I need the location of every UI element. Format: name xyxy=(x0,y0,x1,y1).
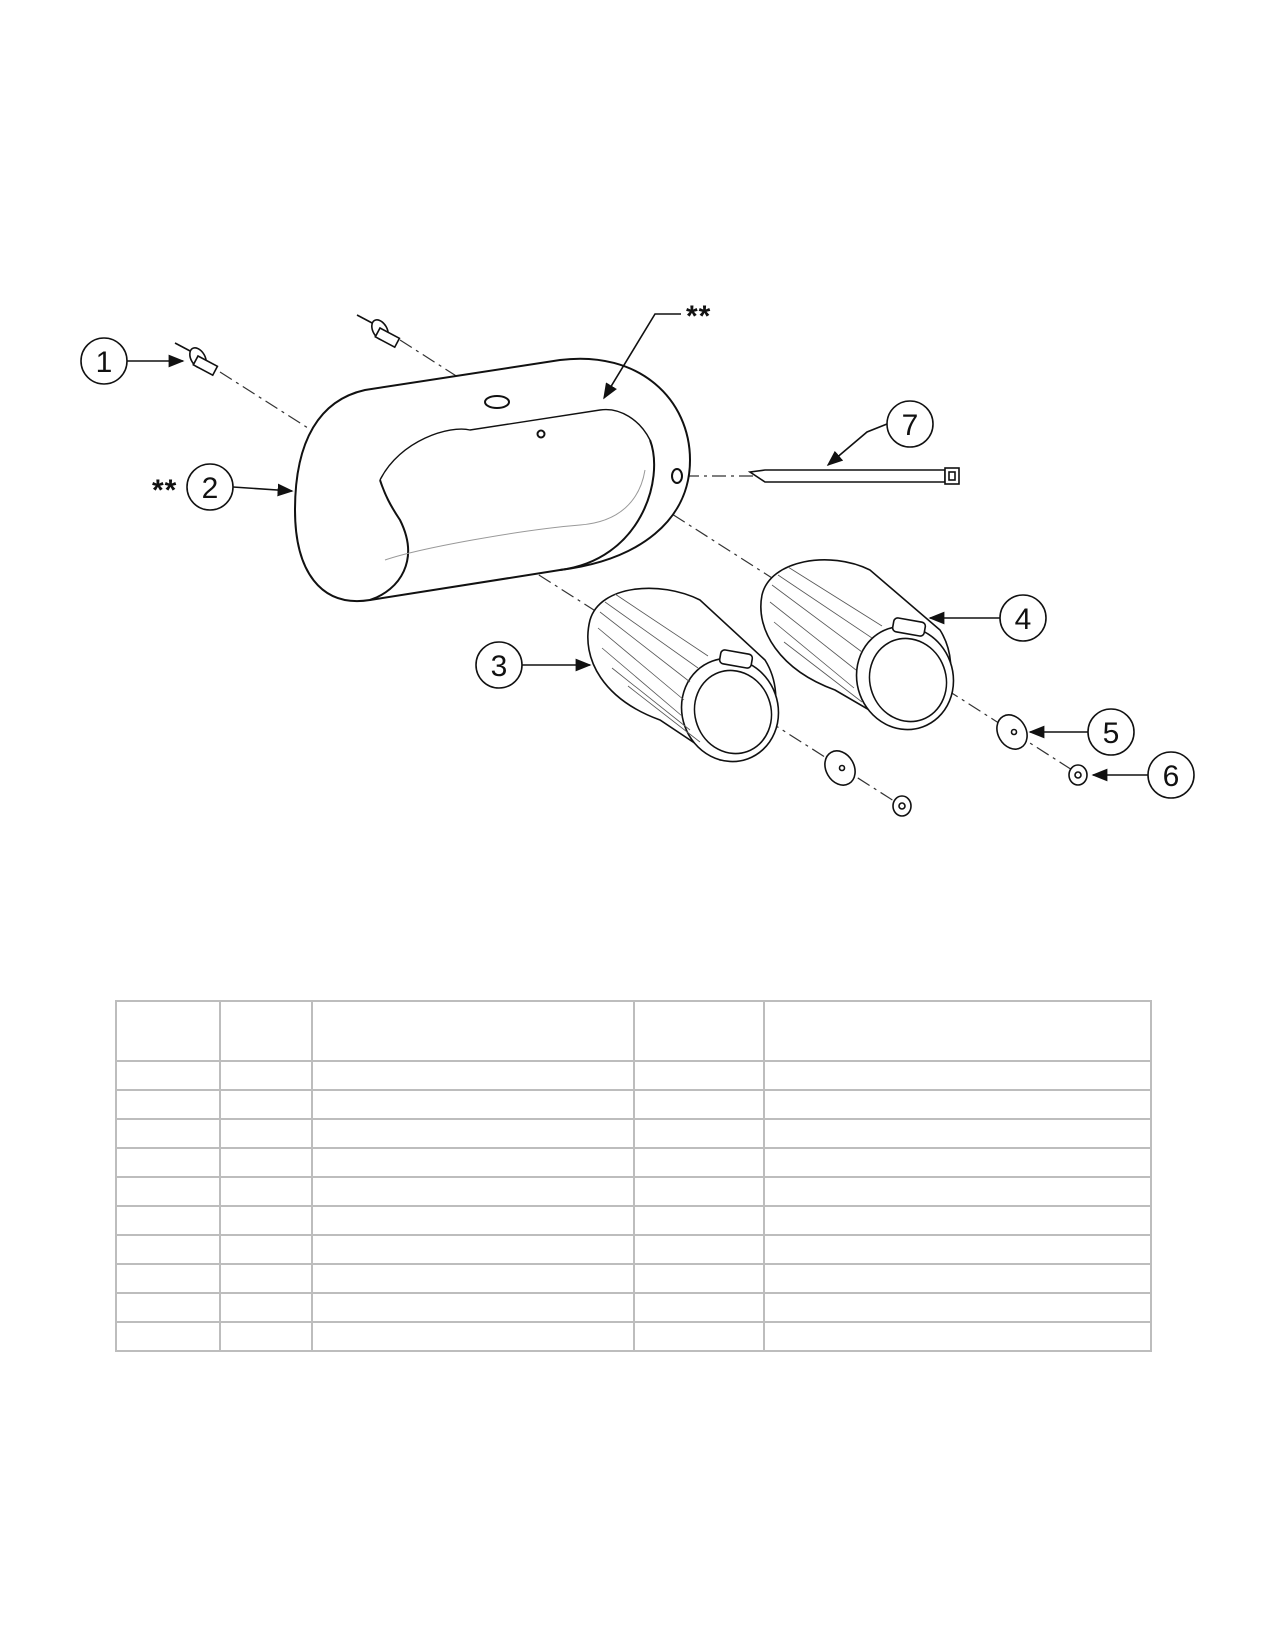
table-row xyxy=(115,1089,1152,1120)
table-cell xyxy=(311,1060,635,1091)
table-cell xyxy=(219,1321,313,1352)
table-cell xyxy=(219,1263,313,1294)
oval-housing xyxy=(293,357,692,603)
filter-left xyxy=(587,587,780,763)
table-cell xyxy=(219,1205,313,1236)
table-cell xyxy=(115,1205,221,1236)
table-cell xyxy=(115,1089,221,1120)
svg-text:1: 1 xyxy=(96,346,113,379)
table-cell xyxy=(115,1060,221,1091)
rivet-top xyxy=(356,314,401,349)
table-cell xyxy=(763,1205,1152,1236)
header-cell xyxy=(219,1000,313,1062)
table-row xyxy=(115,1292,1152,1323)
table-cell xyxy=(311,1118,635,1149)
svg-text:4: 4 xyxy=(1015,603,1032,636)
table-cell xyxy=(115,1118,221,1149)
table-cell xyxy=(763,1060,1152,1091)
table-row xyxy=(115,1060,1152,1091)
callout-5: 5 xyxy=(1087,708,1135,756)
table-cell xyxy=(311,1147,635,1178)
exploded-parts-diagram: 1 ** 2 3 4 5 6 7 ** xyxy=(80,300,1195,817)
header-cell xyxy=(633,1000,765,1062)
table-cell xyxy=(633,1147,765,1178)
table-row xyxy=(115,1263,1152,1294)
table-cell xyxy=(219,1292,313,1323)
table-cell xyxy=(115,1147,221,1178)
table-cell xyxy=(311,1321,635,1352)
svg-text:5: 5 xyxy=(1103,717,1120,750)
table-cell xyxy=(311,1292,635,1323)
callout-4: 4 xyxy=(999,594,1047,642)
table-cell xyxy=(311,1089,635,1120)
table-cell xyxy=(219,1234,313,1265)
table-row xyxy=(115,1205,1152,1236)
washer-right xyxy=(996,714,1028,750)
table-cell xyxy=(219,1118,313,1149)
leader-lines xyxy=(127,313,1148,782)
table-row xyxy=(115,1176,1152,1207)
table-cell xyxy=(219,1176,313,1207)
header-cell xyxy=(311,1000,635,1062)
table-cell xyxy=(763,1234,1152,1265)
table-cell xyxy=(311,1205,635,1236)
parts-list-table xyxy=(115,1000,1152,1352)
nut-right xyxy=(1068,764,1088,786)
filter-right xyxy=(760,559,955,731)
svg-text:2: 2 xyxy=(202,472,219,505)
table-row xyxy=(115,1234,1152,1265)
washer-left xyxy=(824,750,856,786)
nut-left xyxy=(892,795,912,817)
svg-text:3: 3 xyxy=(491,650,508,683)
table-header-row xyxy=(115,1000,1152,1062)
callout-7: 7 xyxy=(886,400,934,448)
table-cell xyxy=(633,1205,765,1236)
table-cell xyxy=(115,1176,221,1207)
table-cell xyxy=(219,1147,313,1178)
table-cell xyxy=(219,1089,313,1120)
table-cell xyxy=(311,1176,635,1207)
callout-3: 3 xyxy=(475,641,523,689)
header-cell xyxy=(763,1000,1152,1062)
table-cell xyxy=(763,1321,1152,1352)
table-cell xyxy=(115,1234,221,1265)
table-cell xyxy=(763,1089,1152,1120)
cable-tie xyxy=(747,467,960,485)
table-cell xyxy=(633,1321,765,1352)
table-cell xyxy=(763,1147,1152,1178)
table-cell xyxy=(763,1176,1152,1207)
table-cell xyxy=(633,1089,765,1120)
table-cell xyxy=(633,1060,765,1091)
svg-text:6: 6 xyxy=(1163,760,1180,793)
table-row xyxy=(115,1147,1152,1178)
rivet-left xyxy=(174,342,219,377)
table-cell xyxy=(115,1263,221,1294)
table-cell xyxy=(763,1292,1152,1323)
callout-1: 1 xyxy=(80,337,128,385)
table-cell xyxy=(763,1118,1152,1149)
table-cell xyxy=(311,1234,635,1265)
svg-text:7: 7 xyxy=(902,409,919,442)
callout-2: ** 2 xyxy=(152,463,234,511)
table-cell xyxy=(633,1118,765,1149)
table-cell xyxy=(633,1176,765,1207)
callout-2-prefix: ** xyxy=(152,474,177,507)
table-cell xyxy=(115,1292,221,1323)
table-row xyxy=(115,1118,1152,1149)
table-row xyxy=(115,1321,1152,1352)
note-marker: ** xyxy=(686,300,711,333)
table-cell xyxy=(633,1263,765,1294)
table-cell xyxy=(633,1292,765,1323)
header-cell xyxy=(115,1000,221,1062)
table-cell xyxy=(115,1321,221,1352)
table-cell xyxy=(633,1234,765,1265)
callout-6: 6 xyxy=(1147,751,1195,799)
table-cell xyxy=(219,1060,313,1091)
table-cell xyxy=(763,1263,1152,1294)
table-cell xyxy=(311,1263,635,1294)
